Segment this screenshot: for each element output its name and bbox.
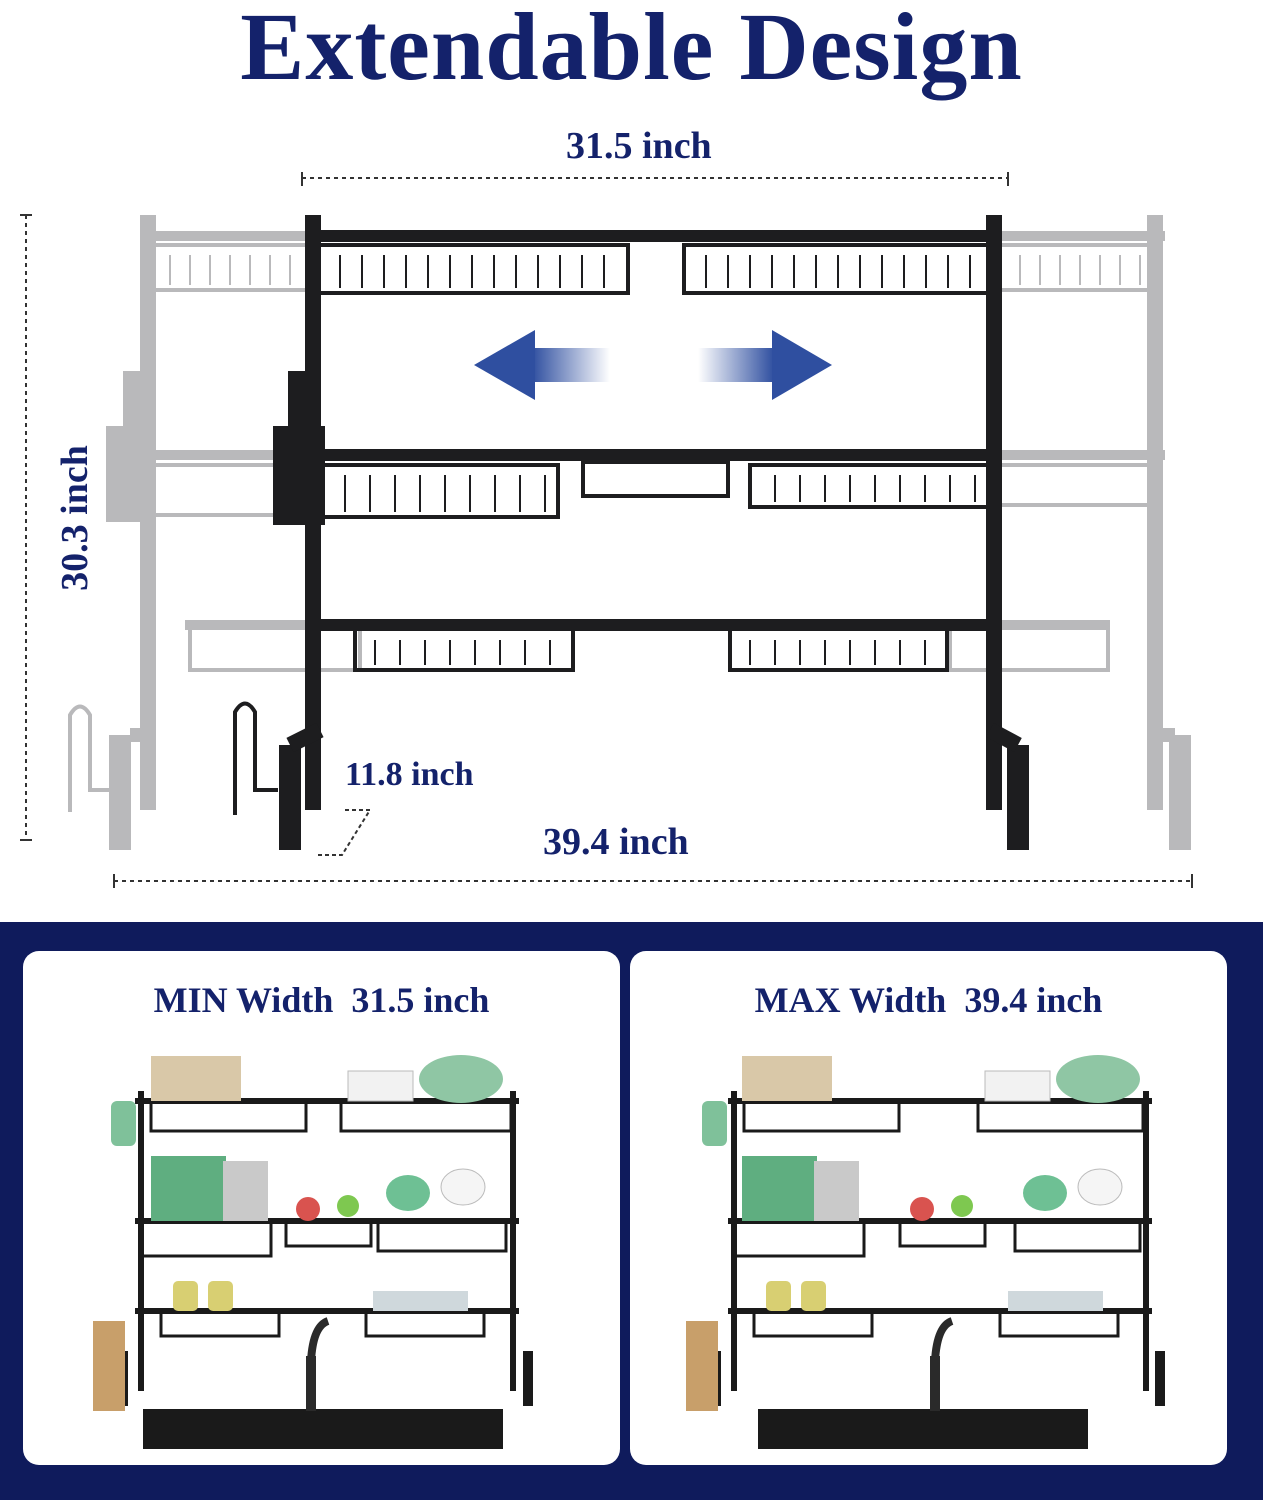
extend-right-arrow-icon — [698, 330, 832, 400]
min-width-card: MIN Width 31.5 inch — [23, 951, 620, 1465]
min-width-rack-illustration — [93, 1055, 533, 1449]
bottom-width-label: 39.4 inch — [543, 821, 689, 863]
depth-dimension-line — [318, 809, 372, 856]
extend-left-arrow-icon — [474, 330, 610, 400]
max-width-card: MAX Width 39.4 inch — [630, 951, 1227, 1465]
height-label: 30.3 inch — [54, 445, 96, 591]
rack-baskets — [233, 243, 998, 815]
max-width-title: MAX Width 39.4 inch — [754, 980, 1103, 1020]
page-title: Extendable Design — [240, 0, 1023, 100]
depth-label: 11.8 inch — [345, 756, 474, 793]
max-width-rack-illustration — [686, 1055, 1165, 1449]
rack-diagram — [20, 172, 1193, 888]
ghost-baskets — [68, 243, 1160, 812]
rack-frame — [279, 215, 1029, 850]
min-width-title: MIN Width 31.5 inch — [153, 980, 490, 1020]
top-width-label: 31.5 inch — [566, 125, 712, 167]
